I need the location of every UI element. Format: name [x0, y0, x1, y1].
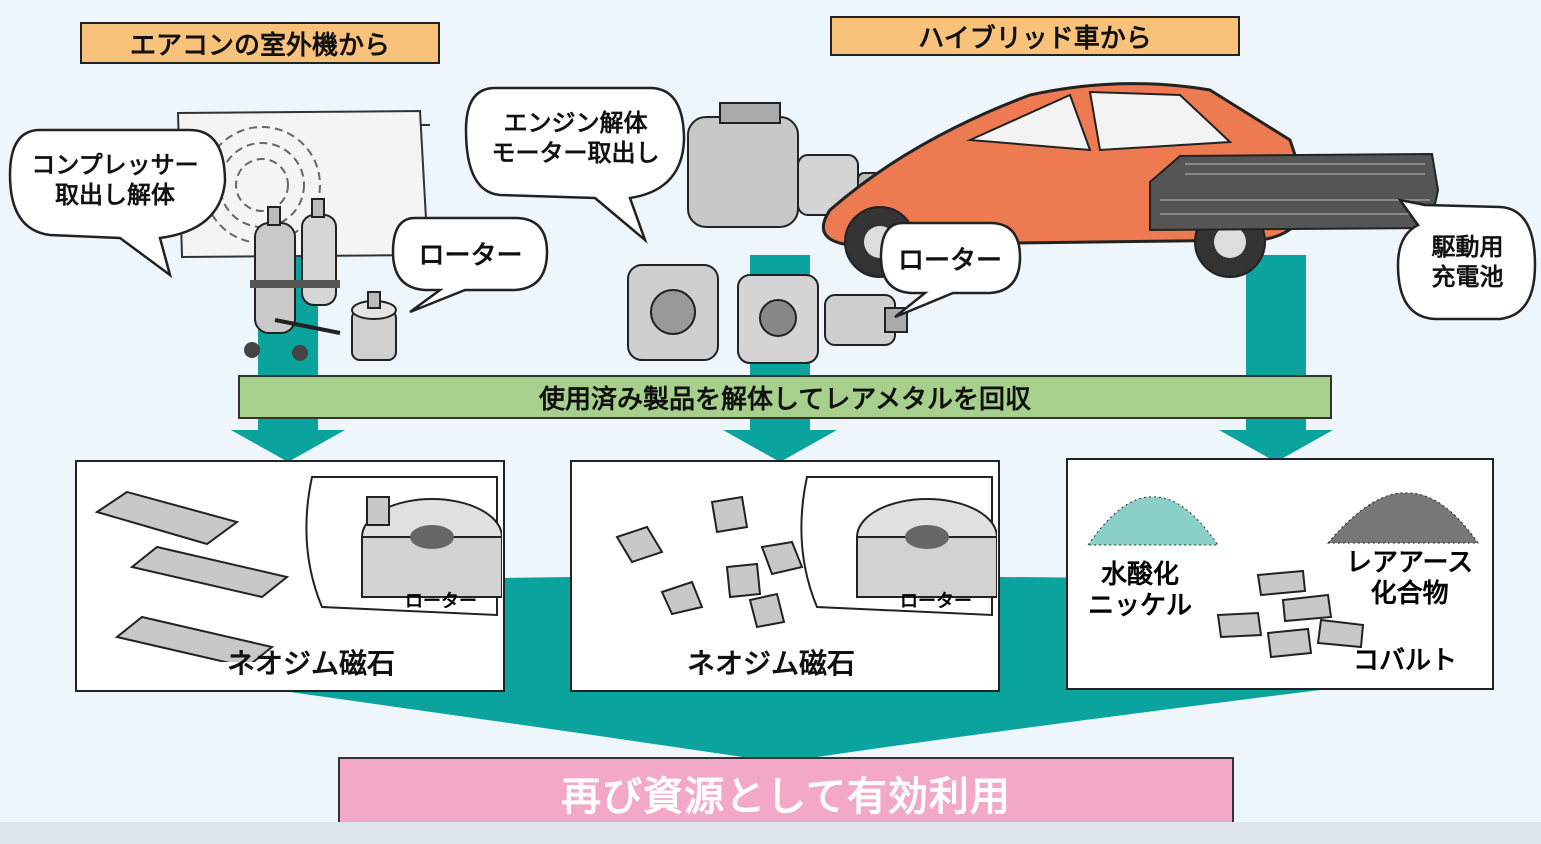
bubble-rotor-mid: [879, 221, 1022, 319]
battery-pack-illustration: [1149, 152, 1440, 232]
nickel-line2: ニッケル: [1088, 591, 1193, 622]
nickel-line1: 水酸化: [1101, 560, 1180, 590]
rotor-left-illustration: [351, 291, 397, 361]
bubble-battery-text: 駆動用 充電池: [1400, 232, 1535, 292]
bubble-rotor-mid-text: ローター: [897, 246, 1002, 276]
panel-left-label: ネオジム磁石: [227, 647, 396, 680]
panel-left-rotor-tag: ローター: [405, 591, 477, 612]
magnet-bars-illustration: [94, 490, 290, 662]
bubble-engine-text: エンジン解体 モーター取出し: [468, 108, 683, 168]
shaft-right: [1246, 255, 1306, 380]
bubble-battery: [1396, 198, 1537, 321]
bubble-rotor-left: [391, 216, 549, 314]
bubble-engine-line2: モーター取出し: [491, 139, 660, 167]
cobalt-label: コバルト: [1353, 646, 1458, 676]
aircon-source-label: エアコンの室外機から: [80, 22, 440, 64]
compressor-illustration: [244, 198, 341, 361]
process-bar: 使用済み製品を解体してレアメタルを回収: [238, 375, 1332, 419]
bubble-compressor-text: コンプレッサー 取出し解体: [10, 150, 220, 210]
hybrid-source-label: ハイブリッド車から: [830, 16, 1240, 56]
bubble-rotor-left-text: ローター: [418, 241, 523, 271]
magnet-pieces-illustration: [615, 495, 804, 629]
cobalt-pieces-illustration: [1216, 569, 1365, 659]
bubble-compressor-line2: 取出し解体: [55, 181, 175, 209]
panel-left: ローター ネオジム磁石: [75, 460, 505, 692]
rare-earth-line1: レアアース: [1346, 548, 1474, 578]
panel-middle-rotor-tag: ローター: [900, 591, 972, 612]
bubble-compressor: [8, 128, 227, 279]
rare-earth-compound-label: レアアース 化合物: [1346, 548, 1473, 610]
motor-parts-illustration: [627, 264, 908, 364]
arrow-down-right: [1219, 418, 1333, 462]
bubble-engine-line1: エンジン解体: [503, 109, 648, 137]
rare-earth-line2: 化合物: [1370, 579, 1449, 610]
bubble-engine: [464, 86, 686, 244]
nickel-powder-illustration: [1087, 496, 1219, 546]
bottom-strip: [0, 822, 1541, 844]
arrow-down-left: [231, 418, 345, 462]
bubble-battery-line2: 充電池: [1431, 263, 1504, 291]
rotor-cutaway-middle: [800, 476, 997, 617]
nickel-hydroxide-label: 水酸化 ニッケル: [1088, 560, 1192, 622]
result-bar: 再び資源として有効利用: [338, 757, 1234, 829]
panel-right: 水酸化 ニッケル レアアース 化合物 コバルト: [1066, 458, 1494, 690]
arrow-down-middle: [723, 418, 837, 462]
bubble-battery-line1: 駆動用: [1431, 233, 1504, 261]
bubble-compressor-line1: コンプレッサー: [31, 151, 199, 179]
rare-earth-powder-illustration: [1326, 492, 1479, 544]
rotor-cutaway-left: [305, 476, 502, 617]
panel-middle: ローター ネオジム磁石: [570, 460, 1000, 692]
panel-middle-label: ネオジム磁石: [687, 647, 856, 680]
